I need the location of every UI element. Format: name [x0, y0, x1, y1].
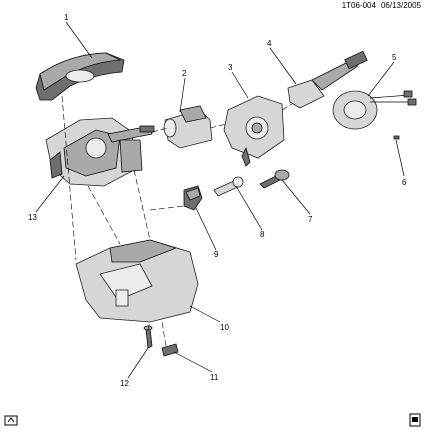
part-steering-coil [332, 90, 417, 130]
callout-2: 2 [182, 69, 187, 78]
leader-lines [35, 21, 405, 379]
part-screw-12 [143, 325, 153, 349]
part-upper-cover [35, 52, 125, 101]
callout-12: 12 [120, 379, 129, 388]
callout-1: 1 [64, 13, 69, 22]
part-lower-cover [75, 239, 199, 323]
callout-10: 10 [220, 323, 229, 332]
callout-9: 9 [214, 250, 219, 259]
part-ignition-housing [163, 105, 213, 149]
callout-3: 3 [228, 63, 233, 72]
trim-icon [4, 413, 18, 427]
callout-4: 4 [267, 39, 272, 48]
callout-6: 6 [402, 178, 407, 187]
document-icon [408, 413, 422, 427]
callout-labels: 1 2 3 4 5 6 7 8 9 10 11 12 13 [28, 13, 407, 388]
callout-7: 7 [308, 215, 313, 224]
part-screw-6 [393, 135, 400, 140]
callout-8: 8 [260, 230, 265, 239]
alignment-lines [61, 95, 293, 347]
part-multifunction-switch [287, 50, 368, 109]
callout-11: 11 [210, 373, 219, 382]
drawing-header: 1T06-004 06/13/2005 [337, 1, 421, 10]
part-clip-11 [161, 343, 179, 357]
drawing-id: 1T06-004 [341, 1, 376, 10]
part-switch-housing [223, 95, 285, 167]
part-steering-column [45, 117, 155, 187]
part-bracket-clip [183, 185, 203, 211]
callout-13: 13 [28, 213, 37, 222]
part-lock-cylinder [213, 176, 244, 197]
drawing-date: 06/13/2005 [380, 1, 421, 10]
part-key [259, 169, 290, 189]
callout-5: 5 [392, 53, 397, 62]
